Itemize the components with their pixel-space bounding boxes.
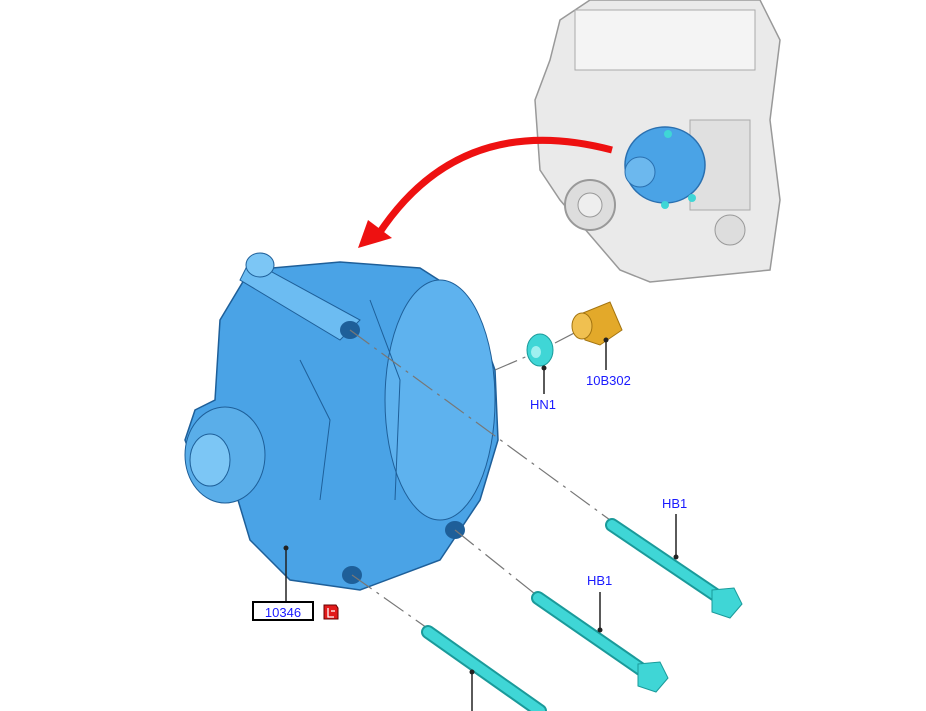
document-icon[interactable] (322, 603, 340, 621)
alternator-illustration (184, 252, 499, 591)
bolt-hb1-middle (531, 591, 669, 693)
engine-illustration (534, 0, 781, 283)
bolt-lower (421, 625, 547, 711)
leader-lines (285, 340, 677, 711)
callout-hb1-upper[interactable]: HB1 (662, 496, 688, 511)
bolt-hb1-upper (605, 518, 743, 619)
callout-hb1-middle[interactable]: HB1 (587, 573, 613, 588)
bushing-10b302 (571, 301, 623, 346)
nut-hn1 (526, 333, 554, 367)
location-arrow (358, 136, 613, 248)
callout-10b302[interactable]: 10B302 (586, 373, 631, 388)
callout-10346-link[interactable]: 10346 (252, 601, 314, 621)
callout-hn1[interactable]: HN1 (530, 397, 557, 412)
